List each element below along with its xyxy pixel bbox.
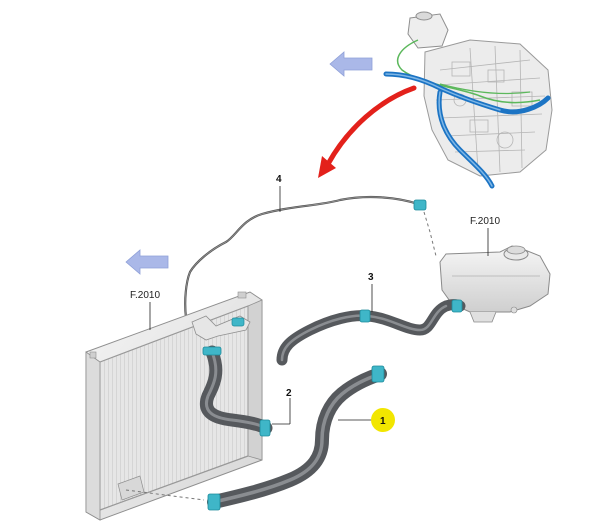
hose-2-highlight xyxy=(205,350,268,430)
view-direction-arrow-icon-2 xyxy=(125,249,169,275)
hose-4-highlight xyxy=(184,196,419,319)
hose-4 xyxy=(184,195,419,319)
curved-red-arrow-icon xyxy=(325,85,417,167)
callout-3: 3 xyxy=(368,272,374,283)
engine-assembly xyxy=(383,11,553,189)
hose-4-clamp xyxy=(413,199,427,211)
curved-red-arrow-head xyxy=(318,156,336,178)
hose-4-dashed-extension xyxy=(423,211,437,257)
hose-2-clamp-bottom xyxy=(259,419,271,437)
callout-2: 2 xyxy=(286,388,292,399)
hose-3-clamp-mid xyxy=(359,309,371,323)
engine-reservoir xyxy=(407,13,449,49)
hose-3-clamp-end xyxy=(451,299,463,313)
hose-1-clamp-top xyxy=(371,365,385,383)
callout-1-highlight xyxy=(371,408,395,432)
engine-green-line xyxy=(397,39,541,104)
hose-1-clamp-bottom xyxy=(207,493,221,511)
engine-blue-hose-upper-highlight xyxy=(385,73,501,111)
tank-reference-label: F.2010 xyxy=(470,216,500,227)
hose-3 xyxy=(276,299,466,366)
engine-blue-hose-highlight xyxy=(438,91,493,187)
hose-1-dashed-extension xyxy=(125,489,205,501)
view-direction-arrow-icon xyxy=(329,51,373,77)
hose-2-clamp-top xyxy=(202,346,222,356)
hose-1-highlight xyxy=(212,372,382,504)
radiator-reference-label: F.2010 xyxy=(130,290,160,301)
engine-green-line-2 xyxy=(439,83,531,95)
callout-1: 1 xyxy=(380,416,386,427)
callout-4: 4 xyxy=(276,174,282,185)
radiator-top-clamp xyxy=(231,317,245,327)
